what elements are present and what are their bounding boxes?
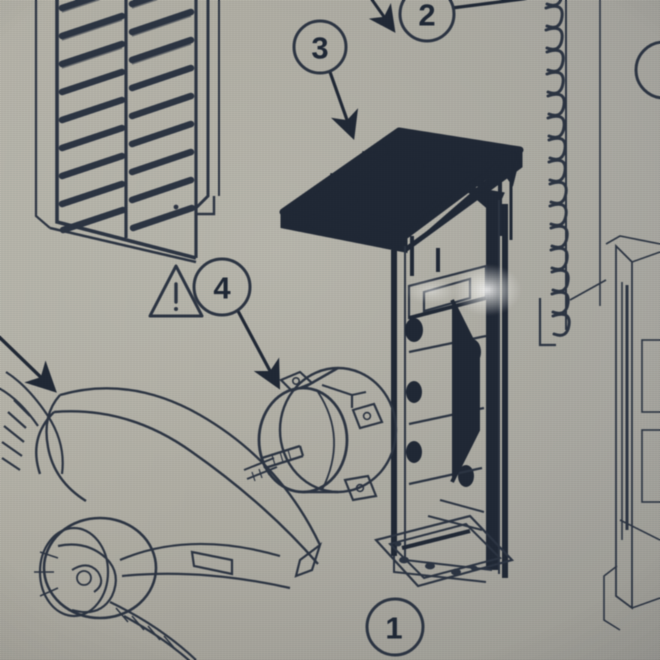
callout-2[interactable]: 2 bbox=[398, 0, 456, 43]
callout-1[interactable]: 1 bbox=[365, 597, 425, 657]
callout-4[interactable]: 4 bbox=[192, 257, 252, 317]
condenser-coil-fins bbox=[538, 0, 601, 347]
fan-blade-assembly bbox=[0, 335, 323, 660]
callout-4-label: 4 bbox=[213, 271, 231, 306]
side-rail-bracket bbox=[569, 235, 660, 631]
callout-3[interactable]: 3 bbox=[292, 19, 348, 75]
callout-partial-right[interactable] bbox=[634, 40, 660, 100]
callout-3-label: 3 bbox=[311, 31, 328, 66]
leader-line-4 bbox=[236, 310, 281, 390]
louvered-grille-panel bbox=[34, 0, 220, 264]
leader-line-3 bbox=[328, 71, 359, 141]
callout-2-label: 2 bbox=[418, 0, 435, 33]
chassis-frame-top bbox=[279, 127, 524, 276]
callout-1-label: 1 bbox=[385, 611, 402, 646]
leader-line-2b bbox=[368, 0, 396, 33]
